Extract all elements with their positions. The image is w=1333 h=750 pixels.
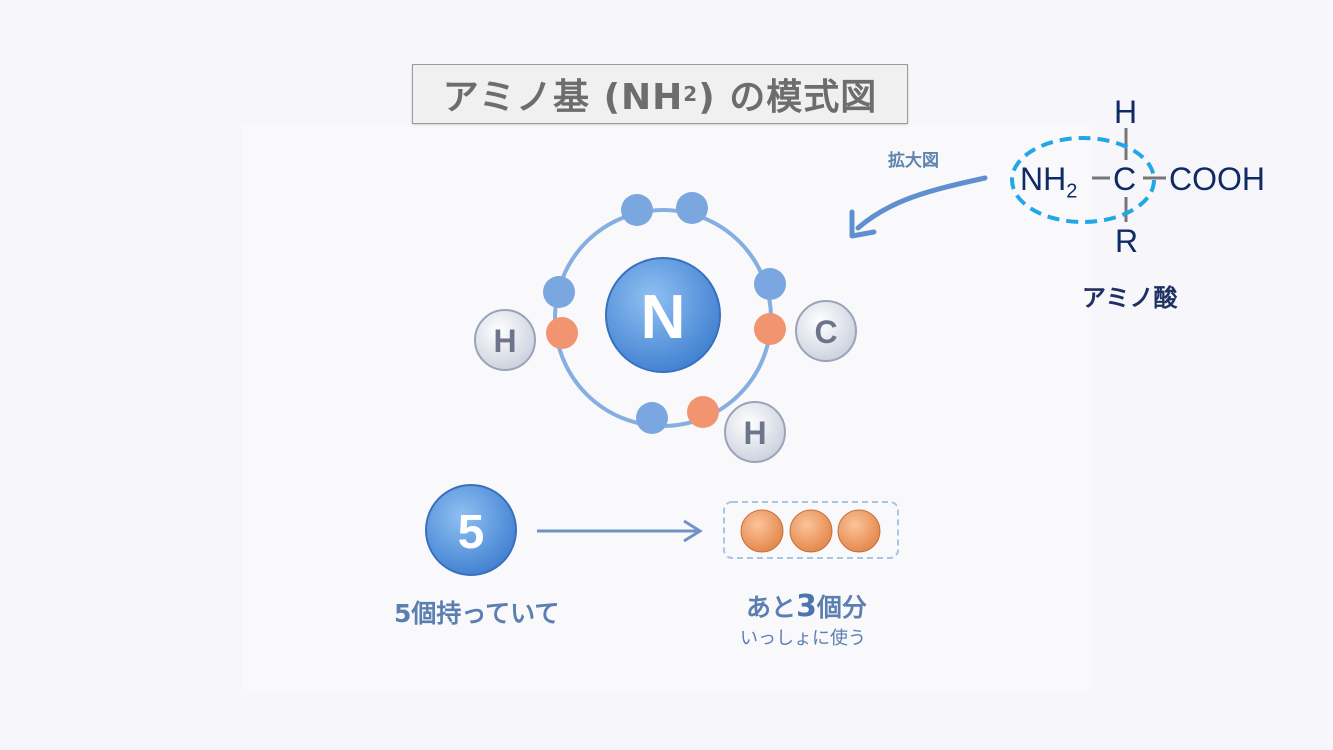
electron-orange — [546, 317, 578, 349]
orange-electrons — [546, 313, 786, 428]
hydrogen-symbol: H — [743, 415, 766, 451]
shared-electrons-box — [723, 501, 899, 559]
formula-r: R — [1115, 223, 1139, 259]
shared-electron — [740, 509, 784, 553]
title-subscript: 2 — [683, 82, 699, 106]
amino-group-highlight — [1010, 136, 1156, 224]
title-text-end: ) の模式図 — [698, 77, 878, 118]
shared-electron — [837, 509, 881, 553]
hydrogen-atom-bottom — [724, 401, 786, 463]
shared-electron — [789, 509, 833, 553]
formula-nh: NH — [1020, 161, 1067, 197]
shared-label: いっしょに使う — [740, 628, 866, 649]
electron-orange — [754, 313, 786, 345]
hydrogen-atom-left — [474, 309, 536, 371]
remaining-label: あと3個分 — [746, 588, 867, 624]
electron-blue — [636, 402, 668, 434]
amino-acid-label: アミノ酸 — [1082, 284, 1178, 312]
carbon-atom — [795, 300, 857, 362]
formula-c: C — [1113, 161, 1137, 197]
hydrogen-symbol: H — [493, 323, 516, 359]
nitrogen-atom — [605, 257, 721, 373]
diagram-panel — [242, 125, 1092, 690]
title-text: アミノ基 (NH — [442, 77, 684, 118]
blue-electrons — [543, 192, 786, 434]
valence-count: 5 — [458, 506, 485, 559]
remaining-suffix: 個分 — [816, 593, 867, 622]
carbon-symbol: C — [814, 314, 837, 350]
formula-subscript: 2 — [1066, 180, 1078, 203]
valence-label: 5個持っていて — [394, 599, 560, 628]
electron-orange — [687, 396, 719, 428]
electron-blue — [543, 276, 575, 308]
electron-blue — [621, 194, 653, 226]
zoom-arrow-head-icon — [849, 209, 877, 239]
remaining-prefix: あと — [746, 593, 797, 622]
electron-blue — [754, 268, 786, 300]
arrow-head-icon — [683, 519, 703, 543]
formula-h: H — [1114, 94, 1138, 130]
remaining-number: 3 — [796, 589, 817, 624]
valence-count-badge — [425, 484, 517, 576]
formula-nh2: NH2 — [1020, 161, 1077, 203]
nitrogen-symbol: N — [641, 283, 686, 352]
zoom-arrow — [855, 175, 988, 231]
formula-cooh: COOH — [1169, 161, 1265, 197]
electron-blue — [676, 192, 708, 224]
zoom-label: 拡大図 — [888, 151, 939, 171]
